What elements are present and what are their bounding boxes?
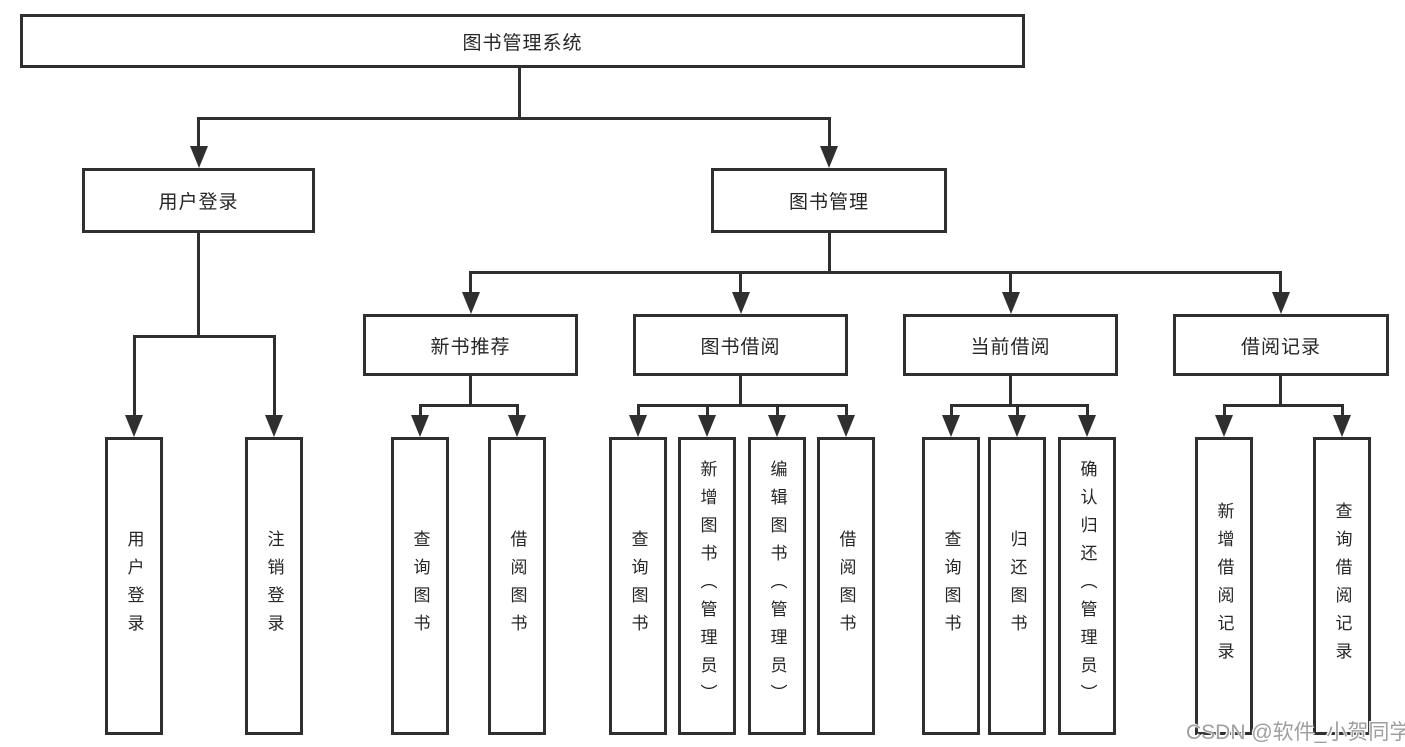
connector-root-bar <box>197 117 831 120</box>
connector-current-drop <box>1016 404 1019 419</box>
node-new-book-recommend: 新书推荐 <box>363 314 578 376</box>
leaf-borrow-books-borrowing: 借阅图书 <box>817 437 875 735</box>
connector-user-login-drop <box>273 335 276 420</box>
connector-user-login-drop <box>133 335 136 420</box>
leaf-add-books-admin-label: 新增图书（管理员） <box>697 460 717 712</box>
arrowhead <box>411 415 429 437</box>
leaf-confirm-return-admin: 确认归还（管理员） <box>1058 437 1116 735</box>
connector-book-mgmt-bar <box>469 271 1282 274</box>
leaf-edit-books-admin: 编辑图书（管理员） <box>748 437 806 735</box>
arrowhead <box>629 415 647 437</box>
connector-borrowing-bar <box>637 404 847 407</box>
connector-book-mgmt-drop <box>1279 271 1282 297</box>
arrowhead <box>942 415 960 437</box>
leaf-query-books-recommend: 查询图书 <box>391 437 449 735</box>
connector-borrowing-drop <box>706 404 709 419</box>
csdn-watermark: CSDN @软件_小贺同学 <box>1186 721 1405 744</box>
connector-records-bar <box>1223 404 1343 407</box>
leaf-add-borrow-record-label: 新增借阅记录 <box>1214 502 1234 670</box>
connector-records-drop <box>1341 404 1344 419</box>
leaf-query-books-current: 查询图书 <box>922 437 980 735</box>
connector-book-mgmt-drop <box>469 271 472 297</box>
leaf-user-login: 用户登录 <box>105 437 163 735</box>
arrowhead <box>125 415 143 437</box>
arrowhead <box>820 146 838 168</box>
connector-borrowing-drop <box>776 404 779 419</box>
node-book-borrowing: 图书借阅 <box>633 314 848 376</box>
node-current-borrowing: 当前借阅 <box>903 314 1118 376</box>
connector-root-drop-left <box>197 117 200 149</box>
connector-recommend-bar <box>419 404 518 407</box>
arrowhead <box>837 415 855 437</box>
node-new-book-recommend-label: 新书推荐 <box>430 336 511 358</box>
node-borrowing-records: 借阅记录 <box>1173 314 1389 376</box>
connector-current-drop <box>950 404 953 419</box>
connector-records-drop <box>1223 404 1226 419</box>
arrowhead <box>1272 292 1290 314</box>
leaf-borrow-books-borrowing-label: 借阅图书 <box>836 530 856 642</box>
connector-user-login-stem <box>197 233 200 337</box>
leaf-user-login-label: 用户登录 <box>124 530 144 642</box>
arrowhead <box>1078 415 1096 437</box>
leaf-edit-books-admin-label: 编辑图书（管理员） <box>767 460 787 712</box>
arrowhead <box>462 292 480 314</box>
leaf-query-borrow-record-label: 查询借阅记录 <box>1332 502 1352 670</box>
leaf-add-borrow-record: 新增借阅记录 <box>1195 437 1253 735</box>
leaf-query-books-recommend-label: 查询图书 <box>410 530 430 642</box>
arrowhead <box>1333 415 1351 437</box>
leaf-return-books-label: 归还图书 <box>1007 530 1027 642</box>
connector-book-mgmt-drop <box>739 271 742 297</box>
arrowhead <box>265 415 283 437</box>
leaf-query-books-borrowing-label: 查询图书 <box>628 530 648 642</box>
arrowhead <box>1215 415 1233 437</box>
arrowhead <box>698 415 716 437</box>
node-current-borrowing-label: 当前借阅 <box>970 336 1051 358</box>
leaf-return-books: 归还图书 <box>988 437 1046 735</box>
connector-book-mgmt-drop <box>1009 271 1012 297</box>
leaf-logout-label: 注销登录 <box>264 530 284 642</box>
leaf-query-borrow-record: 查询借阅记录 <box>1313 437 1371 735</box>
node-root: 图书管理系统 <box>20 14 1025 68</box>
connector-current-drop <box>1086 404 1089 419</box>
connector-current-stem <box>1009 376 1012 407</box>
connector-borrowing-drop <box>637 404 640 419</box>
node-book-management: 图书管理 <box>711 168 947 233</box>
connector-recommend-drop <box>516 404 519 419</box>
leaf-add-books-admin: 新增图书（管理员） <box>678 437 736 735</box>
connector-root-stem <box>518 68 521 120</box>
arrowhead <box>190 146 208 168</box>
connector-user-login-bar <box>133 335 275 338</box>
leaf-confirm-return-admin-label: 确认归还（管理员） <box>1077 460 1097 712</box>
leaf-query-books-borrowing: 查询图书 <box>609 437 667 735</box>
connector-records-stem <box>1279 376 1282 407</box>
node-user-login-label: 用户登录 <box>158 192 239 213</box>
leaf-logout: 注销登录 <box>245 437 303 735</box>
arrowhead <box>508 415 526 437</box>
leaf-query-books-current-label: 查询图书 <box>941 530 961 642</box>
connector-root-drop-right <box>828 117 831 149</box>
arrowhead <box>732 292 750 314</box>
connector-book-mgmt-stem <box>828 233 831 274</box>
arrowhead <box>1002 292 1020 314</box>
node-user-login: 用户登录 <box>82 168 315 233</box>
connector-borrowing-stem <box>739 376 742 407</box>
node-root-label: 图书管理系统 <box>462 32 583 54</box>
leaf-borrow-books-recommend-label: 借阅图书 <box>507 530 527 642</box>
node-book-management-label: 图书管理 <box>788 192 869 213</box>
connector-current-bar <box>950 404 1088 407</box>
connector-borrowing-drop <box>845 404 848 419</box>
node-borrowing-records-label: 借阅记录 <box>1240 336 1321 358</box>
connector-recommend-stem <box>469 376 472 407</box>
node-book-borrowing-label: 图书借阅 <box>700 336 781 358</box>
connector-recommend-drop <box>419 404 422 419</box>
arrowhead <box>768 415 786 437</box>
leaf-borrow-books-recommend: 借阅图书 <box>488 437 546 735</box>
arrowhead <box>1008 415 1026 437</box>
